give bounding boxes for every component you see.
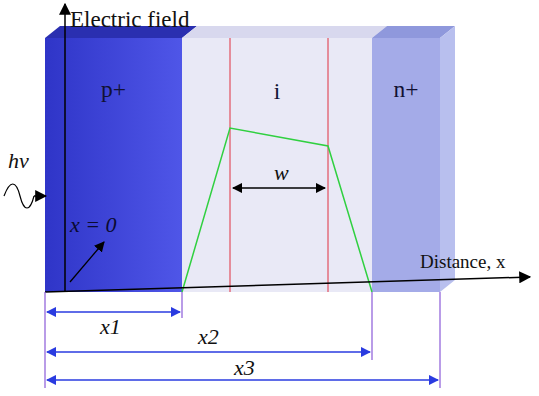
photon-label: hν bbox=[8, 150, 29, 172]
y-axis bbox=[64, 4, 66, 292]
field-profile bbox=[182, 128, 372, 292]
region-label: p+ bbox=[45, 78, 182, 102]
dimension-label: x2 bbox=[196, 326, 221, 348]
i-top-face bbox=[182, 26, 387, 38]
i-region-face bbox=[182, 38, 372, 292]
axis-title: Electric field bbox=[70, 8, 189, 31]
region-label: n+ bbox=[372, 78, 440, 102]
light-arrow bbox=[34, 195, 46, 197]
width-label: w bbox=[272, 162, 291, 184]
dimension-arrow bbox=[47, 311, 180, 313]
axis-title: Distance, x bbox=[420, 252, 505, 271]
region-label: i bbox=[182, 80, 372, 104]
p-region: p+ bbox=[45, 38, 182, 292]
depletion-boundary bbox=[328, 38, 329, 292]
dimension-label: x3 bbox=[232, 357, 257, 379]
width-arrow bbox=[233, 187, 325, 188]
dimension-arrow bbox=[47, 379, 438, 381]
dimension-ticks bbox=[45, 292, 440, 388]
dimension-label: x1 bbox=[98, 316, 123, 338]
dimension-arrow bbox=[47, 351, 370, 353]
origin-label: x = 0 bbox=[70, 214, 117, 236]
depletion-boundary bbox=[230, 38, 231, 292]
light-wave bbox=[4, 184, 34, 208]
x-axis bbox=[45, 277, 530, 292]
origin-arrow bbox=[70, 242, 104, 282]
